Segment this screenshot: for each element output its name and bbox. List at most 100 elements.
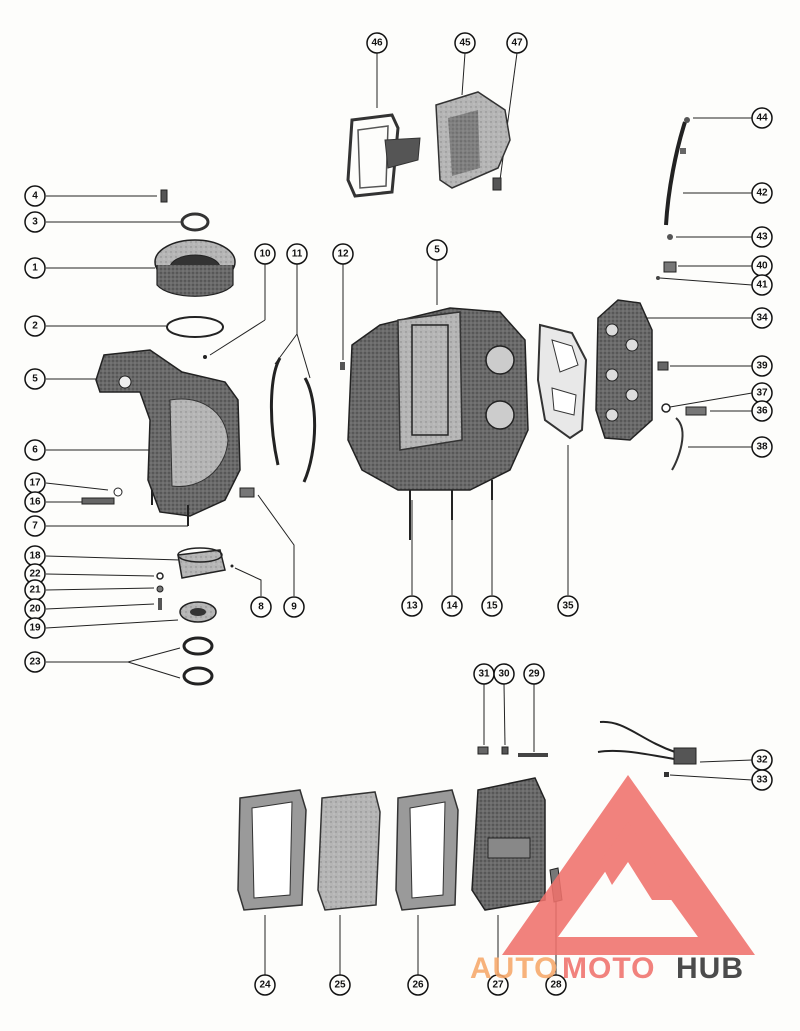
- callout-number: 44: [756, 113, 768, 124]
- part-seals-11: [269, 357, 317, 483]
- callout-19: 19: [24, 617, 46, 639]
- callout-number: 31: [478, 669, 490, 680]
- part-gasket-35: [536, 323, 588, 440]
- callout-circle: [401, 595, 423, 617]
- callout-circle: [24, 617, 46, 639]
- callout-1: 1: [24, 257, 46, 279]
- callout-circle: [24, 257, 46, 279]
- callout-21: 21: [24, 579, 46, 601]
- callout-number: 34: [756, 313, 768, 324]
- callout-number: 36: [756, 406, 768, 417]
- callout-number: 33: [756, 775, 768, 786]
- callout-43: 43: [751, 226, 773, 248]
- callout-10: 10: [254, 243, 276, 265]
- callout-38: 38: [751, 436, 773, 458]
- part-bolt-4: [160, 189, 168, 203]
- callout-circle: [751, 182, 773, 204]
- part-cylinder-head-34: [595, 299, 653, 441]
- callout-number: 1: [32, 263, 38, 274]
- callout-circle: [250, 596, 272, 618]
- part-screw-47: [492, 177, 502, 191]
- callout-12: 12: [332, 243, 354, 265]
- callout-47: 47: [506, 32, 528, 54]
- callout-16: 16: [24, 491, 46, 513]
- callout-circle: [24, 185, 46, 207]
- callout-number: 41: [756, 280, 768, 291]
- callout-41: 41: [751, 274, 773, 296]
- callout-30: 30: [493, 663, 515, 685]
- callout-number: 9: [291, 602, 297, 613]
- callout-42: 42: [751, 182, 773, 204]
- callout-number: 45: [459, 38, 471, 49]
- callout-circle: [557, 595, 579, 617]
- part-small-parts-29-31: [477, 746, 548, 757]
- callout-number: 7: [32, 521, 38, 532]
- callout-8: 8: [250, 596, 272, 618]
- callout-number: 13: [406, 601, 418, 612]
- callout-circle: [454, 32, 476, 54]
- part-small-items-36-39: [657, 361, 707, 471]
- callout-number: 17: [29, 478, 41, 489]
- callout-circle: [523, 663, 545, 685]
- callout-circle: [751, 307, 773, 329]
- callout-number: 42: [756, 188, 768, 199]
- callout-number: 38: [756, 442, 768, 453]
- callout-circle: [487, 974, 509, 996]
- callout-5: 5: [24, 368, 46, 390]
- part-bearing-19: [179, 601, 217, 623]
- callout-number: 40: [756, 261, 768, 272]
- callout-circle: [332, 243, 354, 265]
- part-small-parts-20-22: [156, 572, 164, 610]
- callout-45: 45: [454, 32, 476, 54]
- automotohub-logo: AUTO MOTO HUB: [470, 775, 755, 985]
- callout-number: 19: [29, 623, 41, 634]
- callout-circle: [751, 769, 773, 791]
- part-plate-25: [317, 791, 381, 911]
- part-wiring-32: [597, 720, 697, 777]
- part-gasket-26: [395, 789, 459, 911]
- callout-number: 30: [498, 669, 510, 680]
- callout-18: 18: [24, 545, 46, 567]
- callout-number: 39: [756, 361, 768, 372]
- callout-number: 15: [486, 601, 498, 612]
- part-cover-45: [435, 91, 511, 189]
- callout-4: 4: [24, 185, 46, 207]
- callout-circle: [751, 355, 773, 377]
- part-bearing-18: [177, 547, 234, 579]
- callout-circle: [24, 491, 46, 513]
- callout-46: 46: [366, 32, 388, 54]
- callout-31: 31: [473, 663, 495, 685]
- callout-number: 37: [756, 388, 768, 399]
- callout-number: 27: [492, 980, 504, 991]
- callout-circle: [751, 436, 773, 458]
- callout-39: 39: [751, 355, 773, 377]
- callout-circle: [751, 274, 773, 296]
- callout-number: 5: [32, 374, 38, 385]
- callout-number: 47: [511, 38, 523, 49]
- callout-number: 16: [29, 497, 41, 508]
- callout-circle: [24, 368, 46, 390]
- callout-number: 23: [29, 657, 41, 668]
- callout-number: 14: [446, 601, 458, 612]
- part-bushing-9: [239, 487, 255, 498]
- callout-circle: [426, 239, 448, 261]
- callout-number: 32: [756, 755, 768, 766]
- callout-circle: [751, 226, 773, 248]
- callout-number: 4: [32, 191, 38, 202]
- callout-number: 10: [259, 249, 271, 260]
- callout-6: 6: [24, 439, 46, 461]
- part-cylinder-block-5: [347, 307, 529, 540]
- callout-circle: [366, 32, 388, 54]
- callout-circle: [24, 439, 46, 461]
- callout-3: 3: [24, 211, 46, 233]
- callout-number: 21: [29, 585, 41, 596]
- callout-number: 46: [371, 38, 383, 49]
- callout-circle: [254, 243, 276, 265]
- callout-14: 14: [441, 595, 463, 617]
- callout-11: 11: [286, 243, 308, 265]
- part-seals-23: [182, 636, 214, 686]
- callout-number: 2: [32, 321, 38, 332]
- logo-text-hub: HUB: [676, 952, 744, 985]
- part-bearing-1: [154, 239, 236, 297]
